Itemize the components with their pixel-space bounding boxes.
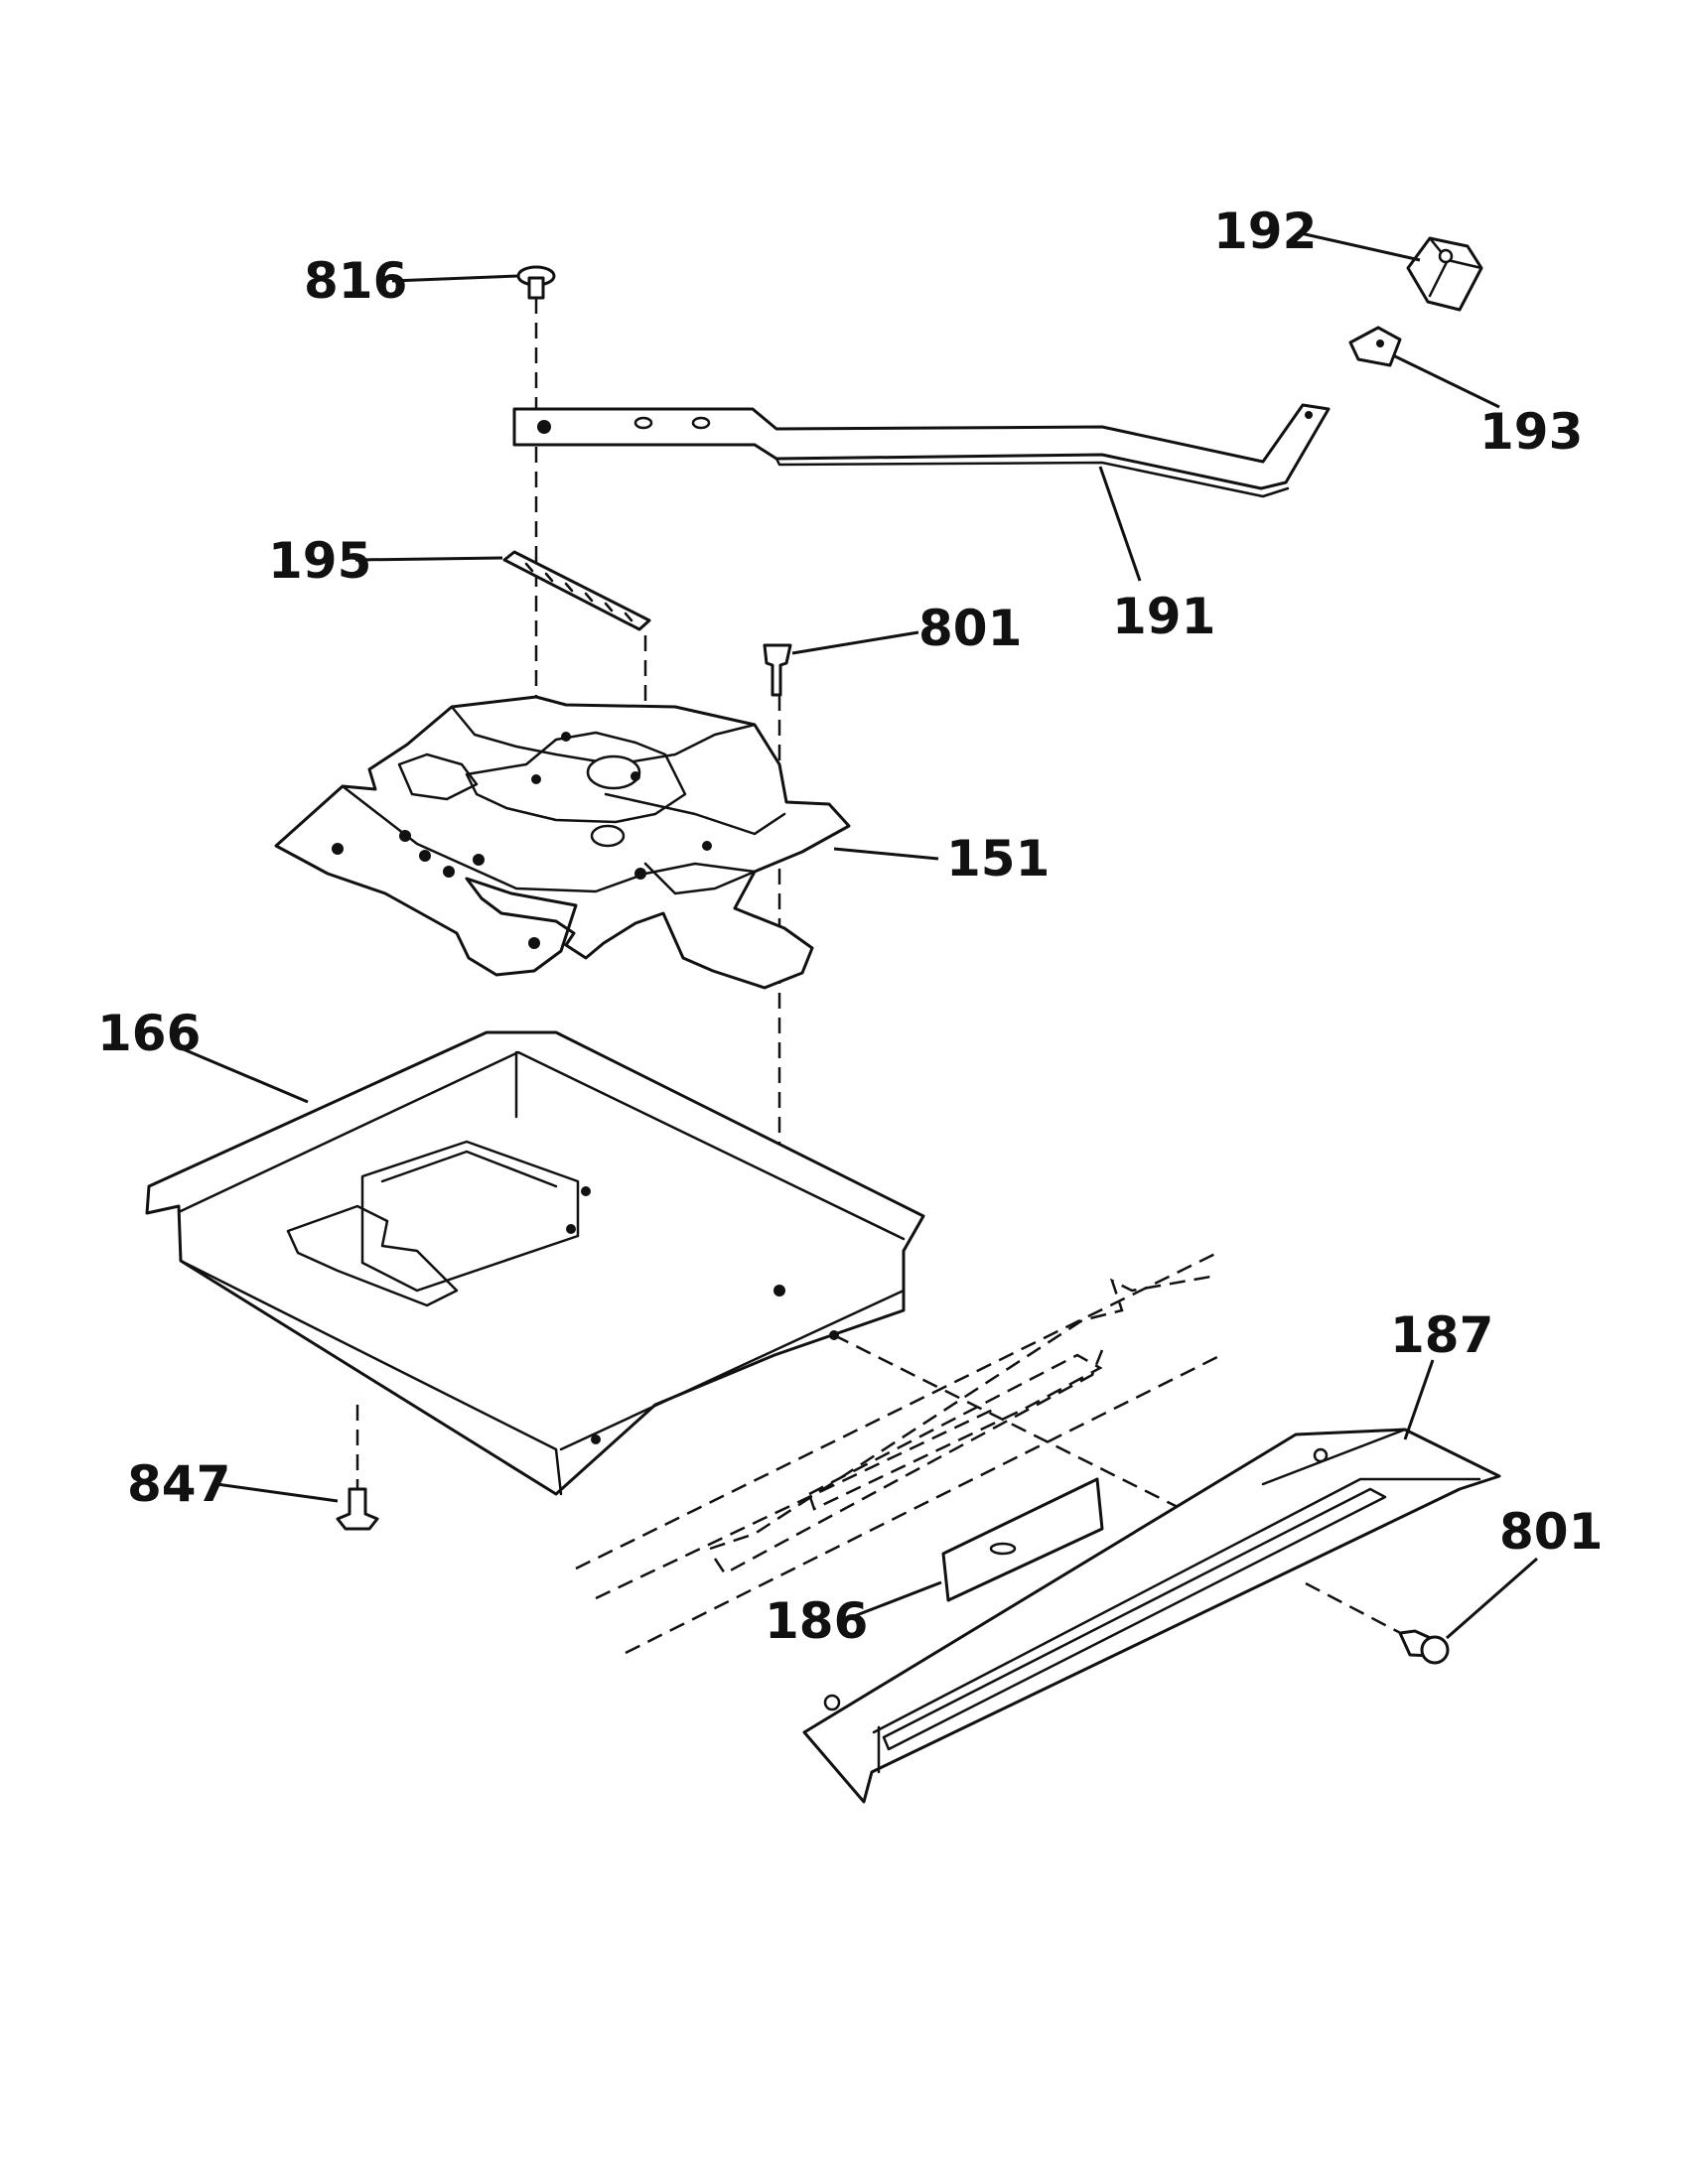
tray-166[interactable] xyxy=(145,1030,925,1496)
rail-bracket-187[interactable] xyxy=(802,1428,1501,1804)
callout-151: 151 xyxy=(946,830,1050,887)
bracket-assembly-151[interactable] xyxy=(274,695,851,990)
spring-rod-195[interactable] xyxy=(502,550,651,631)
callout-801-top: 801 xyxy=(918,600,1022,657)
leader-lines xyxy=(178,231,1538,1640)
callout-193: 193 xyxy=(1479,403,1583,461)
lever-arm-191[interactable] xyxy=(512,403,1331,498)
callout-801-bottom: 801 xyxy=(1499,1503,1603,1561)
frame-rail-phantom xyxy=(575,1249,1222,1655)
callout-186: 186 xyxy=(765,1592,868,1650)
callout-187: 187 xyxy=(1390,1306,1493,1364)
screw-847[interactable] xyxy=(336,1487,379,1531)
screw-816[interactable] xyxy=(516,265,556,300)
knob-192[interactable] xyxy=(1406,236,1483,312)
callout-847: 847 xyxy=(127,1455,230,1513)
screw-801-top[interactable] xyxy=(763,643,792,697)
screw-801-bottom[interactable] xyxy=(1398,1629,1450,1665)
callout-166: 166 xyxy=(97,1005,201,1062)
callout-192: 192 xyxy=(1213,203,1317,260)
callout-816: 816 xyxy=(304,252,407,310)
clip-193[interactable] xyxy=(1348,326,1402,367)
plate-186[interactable] xyxy=(941,1477,1104,1602)
callout-labels: 816 192 193 191 195 801 151 166 187 801 … xyxy=(97,203,1603,1650)
callout-191: 191 xyxy=(1112,588,1215,645)
callout-195: 195 xyxy=(268,532,371,590)
